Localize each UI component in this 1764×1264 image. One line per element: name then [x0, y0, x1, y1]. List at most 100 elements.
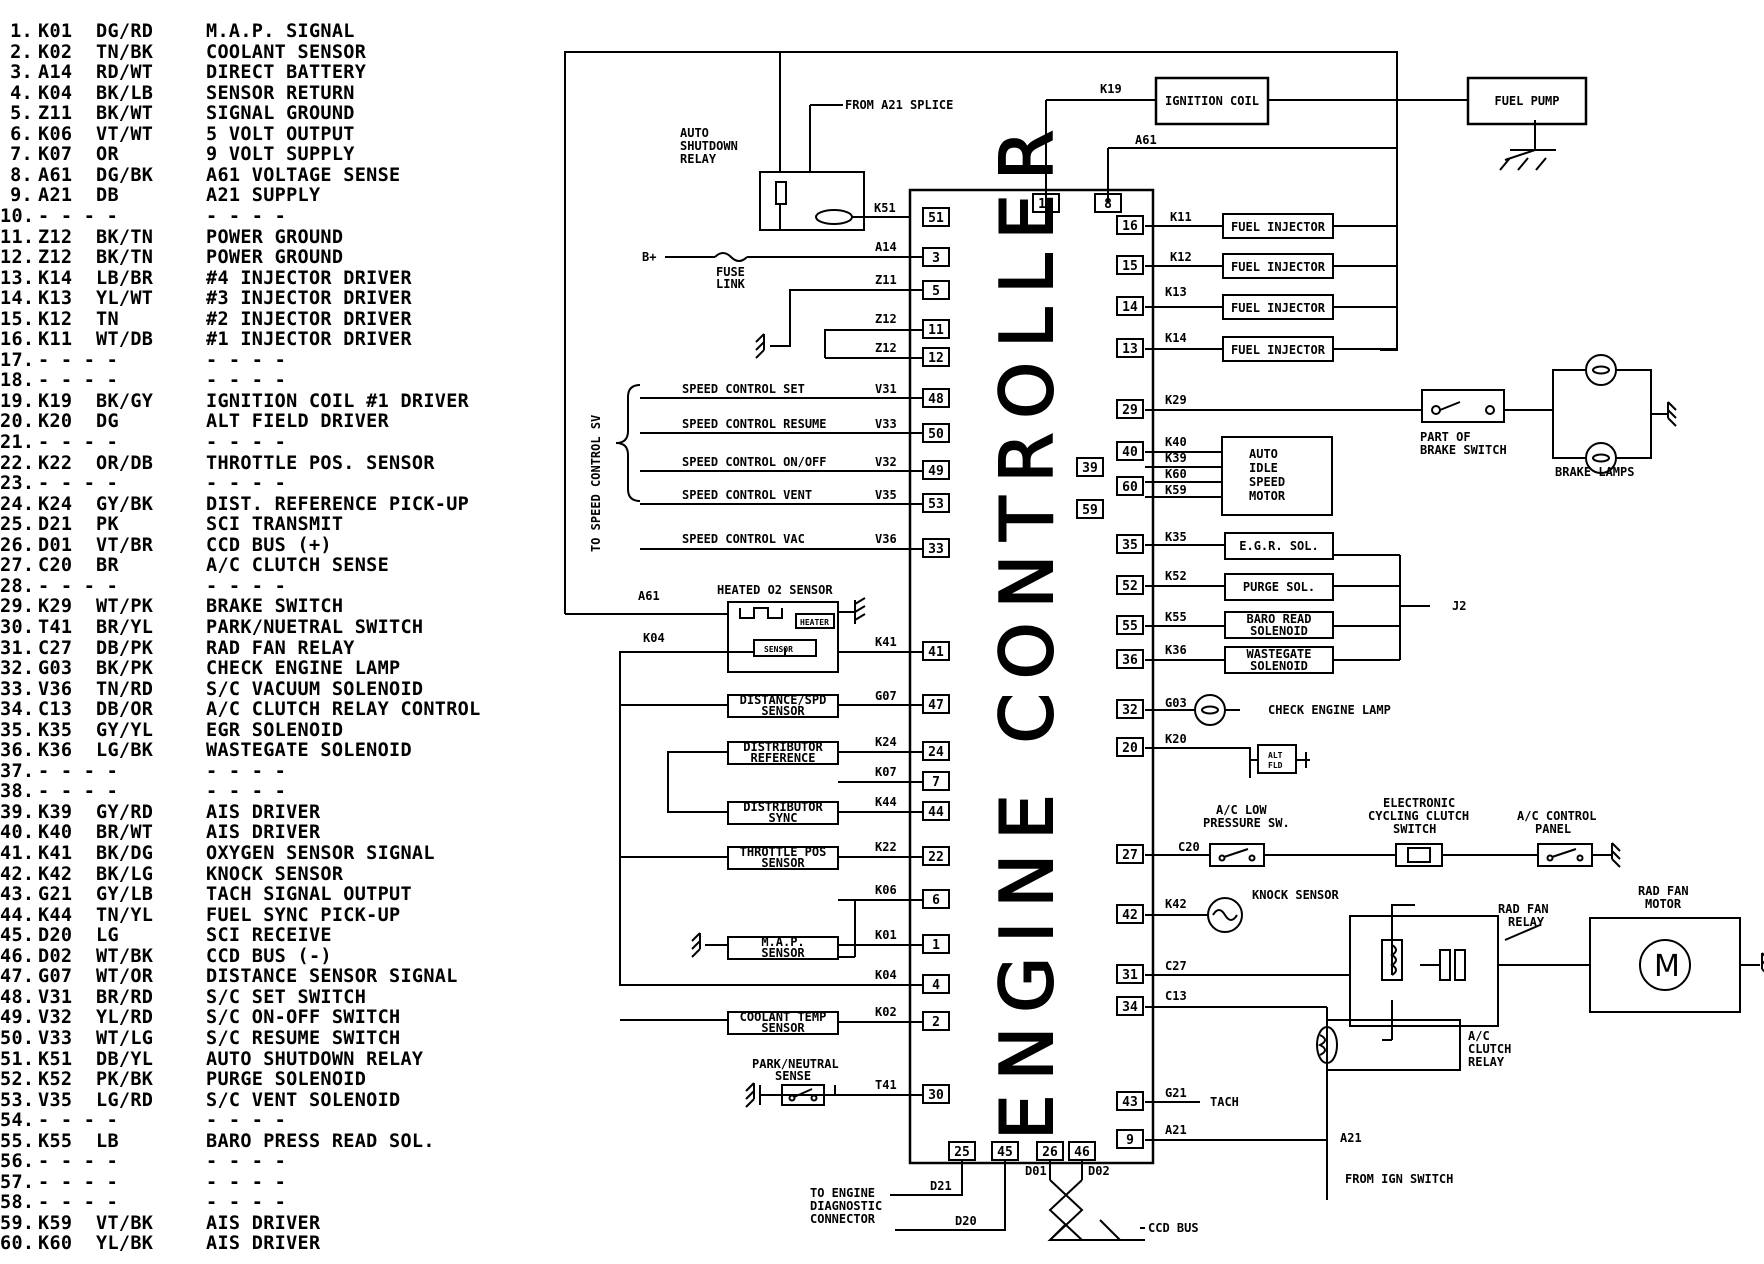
pin-code: Z12	[38, 226, 73, 248]
pin-color: RD/WT	[96, 62, 154, 84]
pin-code: K40	[38, 822, 73, 844]
pin-number: 29	[1122, 403, 1138, 418]
pin-func: S/C ON-OFF SWITCH	[206, 1007, 401, 1029]
ecc-l2: CYCLING CLUTCH	[1368, 809, 1469, 823]
pin-func: AIS DRIVER	[206, 1233, 321, 1255]
alt-fld-l2: FLD	[1268, 761, 1283, 770]
pin-num: 5.	[10, 103, 33, 125]
pin-num: 33.	[0, 678, 35, 700]
pin-func: S/C RESUME SWITCH	[206, 1027, 401, 1049]
dist-sync-l1: DISTRIBUTOR	[743, 800, 823, 814]
pin-number: 53	[928, 497, 944, 512]
wire-label-c13: C13	[1165, 989, 1187, 1003]
pin-code: K20	[38, 411, 73, 433]
fuel-pump-box	[1466, 76, 1588, 126]
pin-color: LB/BR	[96, 267, 154, 289]
purge-sol-label: PURGE SOL.	[1243, 580, 1315, 594]
pin-func: M.A.P. SIGNAL	[206, 21, 355, 42]
fuse-link-label-2: LINK	[716, 277, 746, 291]
sensor-label: SENSOR	[764, 645, 793, 654]
wire-label-k40: K40	[1165, 435, 1187, 449]
pin-color: TN/YL	[96, 904, 154, 926]
wire-label-t41: T41	[875, 1078, 897, 1092]
wire-label-g03: G03	[1165, 696, 1187, 710]
rad-fan-motor-l2: MOTOR	[1645, 897, 1682, 911]
pin-number: 19	[1038, 197, 1054, 212]
pin-box	[1116, 699, 1144, 719]
pin-func: DIRECT BATTERY	[206, 62, 367, 84]
pin-box	[1116, 215, 1144, 235]
pin-func: TACH SIGNAL OUTPUT	[206, 884, 412, 906]
pin-color: LG/RD	[96, 1089, 154, 1111]
pin-num: 39.	[0, 801, 35, 823]
pin-code: - - - -	[38, 349, 119, 371]
pin-number: 32	[1122, 703, 1138, 718]
pin-code: - - - -	[38, 473, 119, 495]
pin-num: 52.	[0, 1069, 35, 1091]
pin-color: GY/RD	[96, 801, 154, 823]
pin-code: D20	[38, 925, 73, 947]
wire-label-c20: C20	[1178, 840, 1200, 854]
pin-code: K39	[38, 801, 73, 823]
pin-number: 16	[1122, 219, 1138, 234]
pin-code: A61	[38, 164, 73, 186]
ac-clutch-relay	[1145, 1006, 1461, 1200]
pin-code: K41	[38, 843, 73, 864]
part-of-brake-l2: BRAKE SWITCH	[1420, 443, 1507, 457]
check-engine-label: CHECK ENGINE LAMP	[1268, 703, 1391, 717]
wire-label-k35: K35	[1165, 530, 1187, 544]
pin-number: 25	[954, 1145, 970, 1160]
pin-num: 24.	[0, 493, 35, 515]
wire-label-k36: K36	[1165, 643, 1187, 657]
pin-number: 15	[1122, 259, 1138, 274]
pin-box	[1116, 534, 1144, 554]
baro-read-l1: BARO READ	[1246, 612, 1311, 626]
pin-func: RAD FAN RELAY	[206, 637, 355, 659]
pin-box	[1116, 996, 1144, 1016]
sc-vac-label: SPEED CONTROL VAC	[682, 532, 805, 546]
pin-number: 3	[932, 251, 940, 266]
wire-label-a21: A21	[1165, 1123, 1187, 1137]
pin-func: DISTANCE SENSOR SIGNAL	[206, 966, 458, 988]
wire-label-k04: K04	[643, 631, 665, 645]
pin-code: K29	[38, 596, 73, 618]
pin-func: BRAKE SWITCH	[206, 596, 344, 618]
check-engine-lamp	[1145, 694, 1240, 726]
pin-number: 60	[1122, 480, 1138, 495]
wire-label-g07: G07	[875, 689, 897, 703]
fuel-pump-ground	[1499, 149, 1556, 171]
pin-num: 28.	[0, 575, 35, 597]
pin-code: K13	[38, 288, 73, 310]
pin-func: - - - -	[206, 575, 287, 597]
pin-num: 25.	[0, 514, 35, 536]
ais-l4: MOTOR	[1249, 489, 1286, 503]
pin-number: 45	[997, 1145, 1013, 1160]
pin-num: 23.	[0, 473, 35, 495]
wire-label-k24: K24	[875, 735, 897, 749]
pin-color: WT/BK	[96, 945, 154, 967]
pin-color: BR	[96, 555, 119, 577]
pin-num: 50.	[0, 1027, 35, 1049]
pin-color: PK	[96, 514, 119, 536]
pin-func: BARO PRESS READ SOL.	[206, 1130, 435, 1152]
pin-func: - - - -	[206, 473, 287, 495]
sc-resume-label: SPEED CONTROL RESUME	[682, 417, 827, 431]
pin-code: - - - -	[38, 781, 119, 803]
pin-func: COOLANT SENSOR	[206, 41, 367, 63]
ac-panel-l1: A/C CONTROL	[1517, 809, 1596, 823]
wire-label-k22: K22	[875, 840, 897, 854]
pin-func: FUEL SYNC PICK-UP	[206, 904, 401, 926]
pin-code: A21	[38, 185, 73, 207]
pin-num: 57.	[0, 1171, 35, 1193]
pin-code: - - - -	[38, 1110, 119, 1132]
ac-clutch-relay-l3: RELAY	[1468, 1055, 1505, 1069]
pin-code: K36	[38, 740, 73, 762]
wire-label-k19: K19	[1100, 82, 1122, 96]
pin-color: GY/BK	[96, 493, 154, 515]
pin-color: TN/RD	[96, 678, 154, 700]
pin-num: 49.	[0, 1007, 35, 1029]
bottom-connections	[890, 1160, 1145, 1241]
fuel-injector-wiring	[1145, 213, 1397, 362]
knock-sensor-label: KNOCK SENSOR	[1252, 888, 1339, 902]
pin-box	[1116, 649, 1144, 669]
